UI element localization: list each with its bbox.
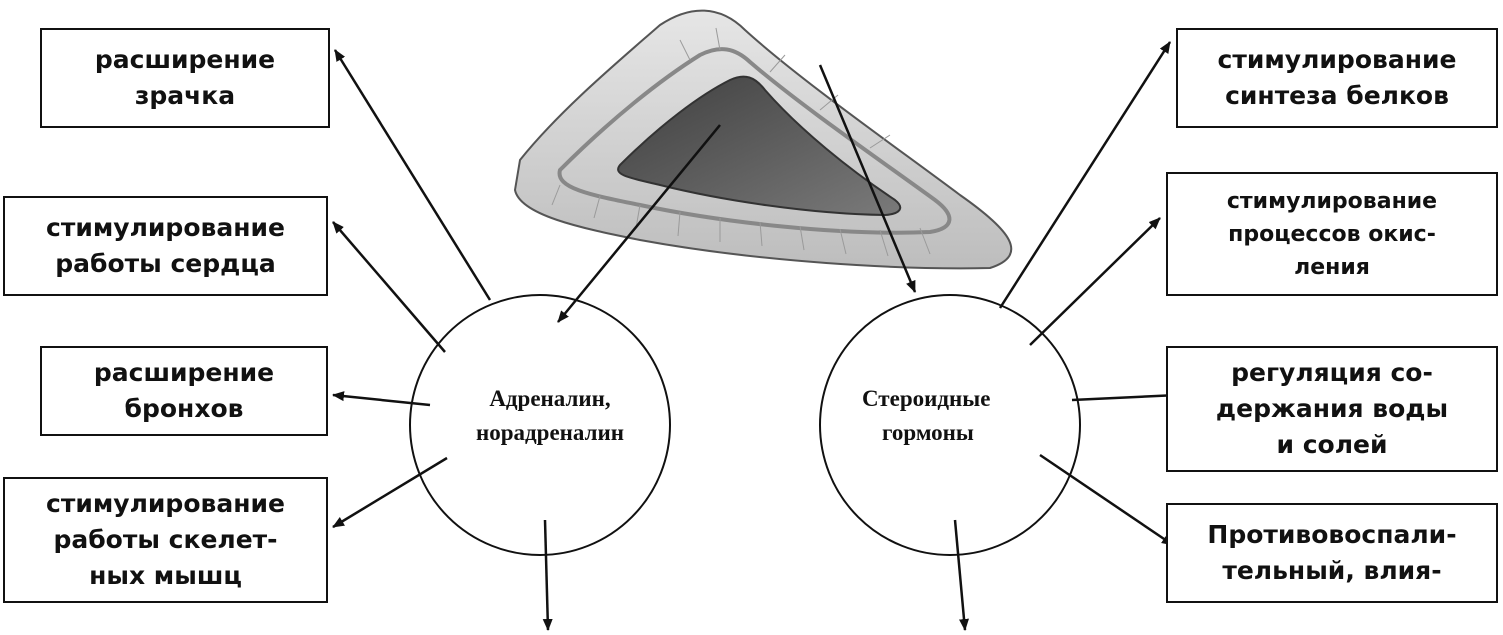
box-line: держания воды xyxy=(1215,394,1449,423)
connection-arrows xyxy=(332,41,1179,631)
circle-label-line: Адреналин, xyxy=(489,386,611,411)
arrow-right-down xyxy=(953,519,969,631)
box-line: регуляция со- xyxy=(1231,358,1433,387)
box-skeletal-muscle-stimulation: стимулирование работы скелет- ных мышц xyxy=(3,477,328,603)
box-line: стимулирование xyxy=(1217,45,1457,74)
box-oxidation-processes: стимулирование процессов окис- ления xyxy=(1166,172,1498,296)
box-line: процессов окис- xyxy=(1228,221,1436,247)
arrow-to-bronchi xyxy=(332,391,431,407)
left-circle-label: Адреналин, норадреналин xyxy=(455,382,645,450)
box-line: бронхов xyxy=(124,394,244,423)
box-heart-stimulation: стимулирование работы сердца xyxy=(3,196,328,296)
box-line: стимулирование xyxy=(46,489,285,518)
box-line: и солей xyxy=(1276,430,1388,459)
box-line: стимулирование xyxy=(46,213,285,242)
box-line: синтеза белков xyxy=(1225,81,1449,110)
left-circle xyxy=(409,294,671,556)
box-line: ления xyxy=(1294,254,1370,280)
box-anti-inflammatory: Противовоспали- тельный, влия- xyxy=(1166,503,1498,603)
arrow-left-down xyxy=(542,519,553,631)
box-protein-synthesis: стимулирование синтеза белков xyxy=(1176,28,1498,128)
arrow-medulla-to-left xyxy=(557,124,721,323)
box-line: зрачка xyxy=(134,81,236,110)
arrow-to-protein xyxy=(998,41,1172,309)
box-line: стимулирование xyxy=(1226,188,1438,214)
arrow-to-oxidation xyxy=(1029,217,1161,346)
box-line: Противовоспали- xyxy=(1207,520,1457,549)
adrenal-gland-icon xyxy=(513,9,1013,270)
circle-label-line: норадреналин xyxy=(475,420,625,445)
box-line: расширение xyxy=(93,358,275,387)
box-water-salt-regulation: регуляция со- держания воды и солей xyxy=(1166,346,1498,472)
circle-label-line: Стероидные xyxy=(862,386,991,411)
arrow-to-water-salt xyxy=(1071,390,1179,402)
circle-label-line: гормоны xyxy=(882,420,974,445)
box-line: расширение xyxy=(94,45,276,74)
arrow-cortex-to-right xyxy=(818,64,917,293)
arrow-to-antiinflammatory xyxy=(1039,453,1174,547)
right-circle xyxy=(819,294,1081,556)
arrow-to-heart xyxy=(332,221,446,353)
box-pupil-dilation: расширение зрачка xyxy=(40,28,330,128)
box-line: работы скелет- xyxy=(53,525,278,554)
box-line: тельный, влия- xyxy=(1222,556,1442,585)
arrow-to-pupil xyxy=(333,49,492,301)
right-circle-label: Стероидные гормоны xyxy=(850,382,1030,450)
box-line: ных мышц xyxy=(89,561,242,590)
arrow-to-muscles xyxy=(332,456,448,529)
box-bronchi-dilation: расширение бронхов xyxy=(40,346,328,436)
box-line: работы сердца xyxy=(55,249,276,278)
